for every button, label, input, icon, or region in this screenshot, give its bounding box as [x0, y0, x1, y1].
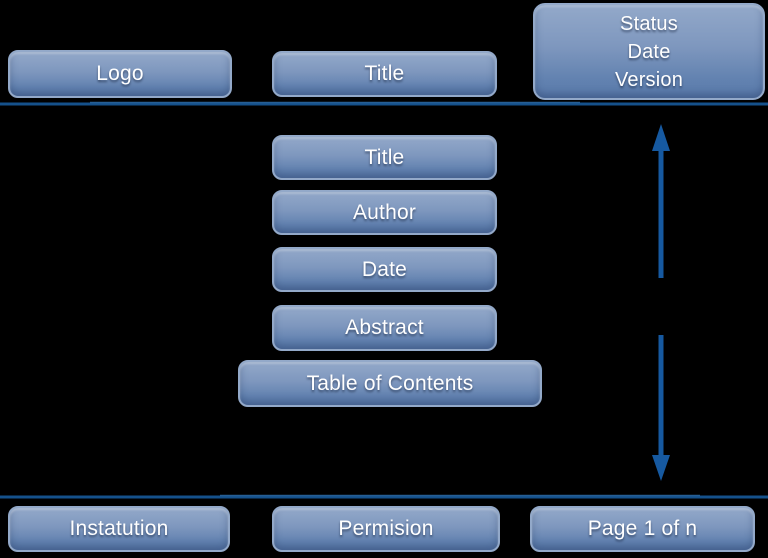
arrow-down-head — [652, 455, 670, 481]
logo-label: Logo — [96, 62, 144, 85]
date-box: Date — [272, 247, 497, 292]
table-of-contents-label: Table of Contents — [306, 371, 474, 395]
abstract-label: Abstract — [345, 316, 424, 339]
author-box: Author — [272, 190, 497, 235]
header-title-box: Title — [272, 51, 497, 97]
body-title-label: Title — [364, 145, 405, 169]
institution-label: Instatution — [69, 517, 169, 540]
version-line: Version — [614, 68, 684, 91]
table-of-contents-box: Table of Contents — [238, 360, 542, 407]
author-label: Author — [352, 200, 417, 224]
permission-label: Permision — [338, 517, 434, 540]
date-line: Date — [627, 40, 671, 63]
body-title-box: Title — [272, 135, 497, 180]
header-title-label: Title — [364, 62, 405, 85]
logo-box: Logo — [8, 50, 232, 98]
page-number-label: Page 1 of n — [587, 517, 698, 540]
permission-box: Permision — [272, 506, 500, 552]
status-line: Status — [620, 12, 678, 35]
institution-box: Instatution — [8, 506, 230, 552]
page-number-box: Page 1 of n — [530, 506, 755, 552]
status-date-version-box: Status Date Version — [533, 3, 765, 100]
vertical-double-arrow-icon — [652, 124, 670, 481]
date-label: Date — [361, 257, 408, 281]
arrow-up-head — [652, 124, 670, 151]
abstract-box: Abstract — [272, 305, 497, 351]
